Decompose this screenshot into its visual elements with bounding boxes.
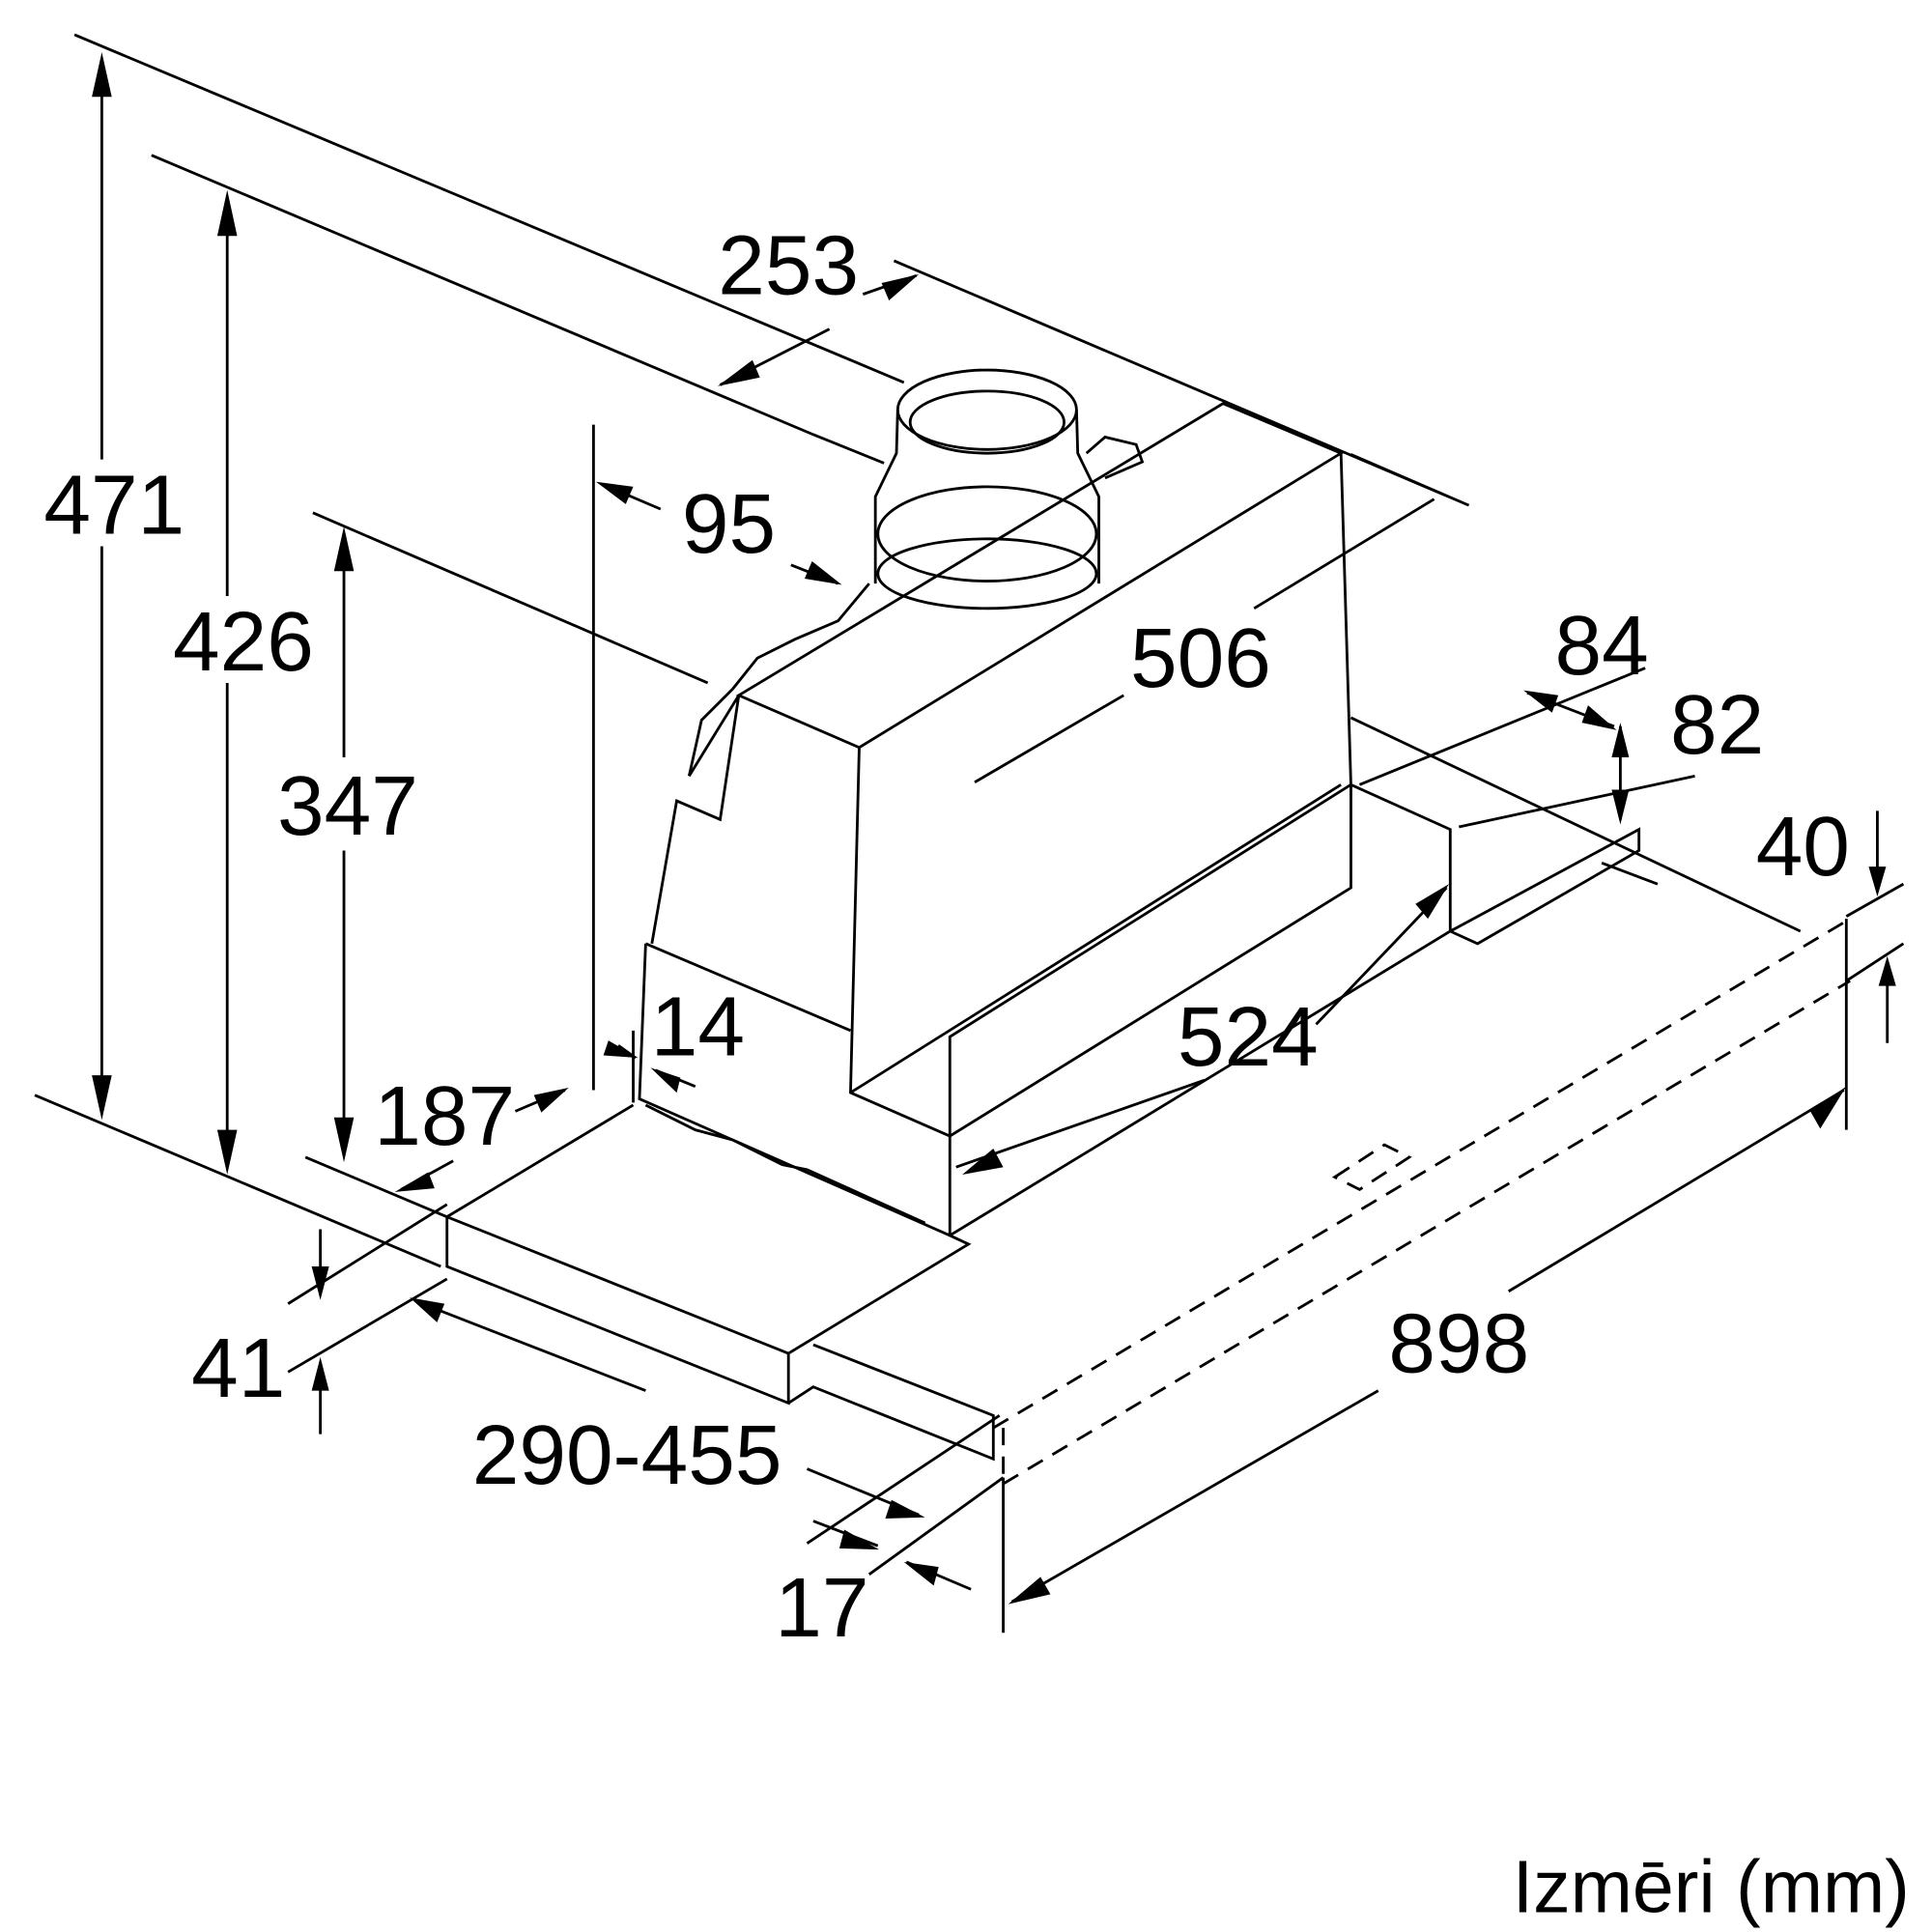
dimension-labels: 471 426 347 253 95 506 84 82 40 14 187 5… xyxy=(43,218,1850,1655)
dim-524: 524 xyxy=(1178,989,1319,1084)
units-caption: Izmēri (mm) xyxy=(1513,1845,1910,1928)
dim-290-455: 290-455 xyxy=(472,1407,782,1502)
dim-82: 82 xyxy=(1670,677,1764,772)
extension-lines xyxy=(34,33,1905,1634)
dim-17: 17 xyxy=(775,1560,868,1655)
dim-506: 506 xyxy=(1130,611,1271,705)
dim-187: 187 xyxy=(374,1068,515,1163)
dim-84: 84 xyxy=(1554,598,1648,693)
dim-40: 40 xyxy=(1756,799,1850,894)
duct-connector xyxy=(687,368,1145,777)
dim-898: 898 xyxy=(1388,1295,1529,1390)
dim-41: 41 xyxy=(191,1321,285,1415)
hood-body xyxy=(445,402,1851,1486)
dim-347: 347 xyxy=(277,758,418,853)
dim-426: 426 xyxy=(173,594,314,689)
dim-14: 14 xyxy=(651,980,745,1074)
dim-95: 95 xyxy=(682,476,776,571)
dim-253: 253 xyxy=(718,218,859,313)
dim-471: 471 xyxy=(43,458,185,553)
